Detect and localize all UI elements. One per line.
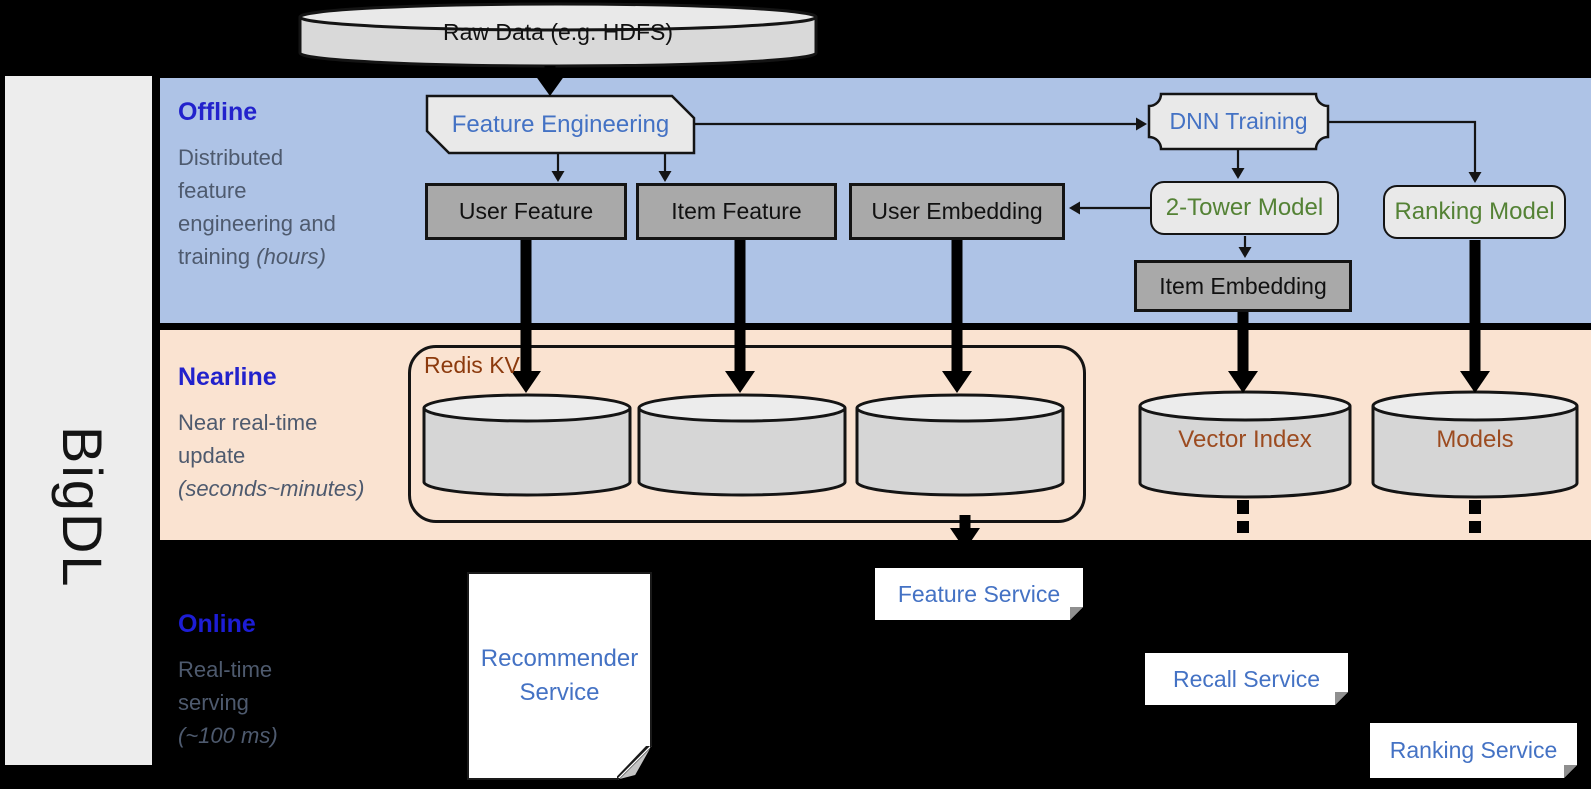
offline-title: Offline bbox=[178, 98, 258, 126]
node-ranking-model: Ranking Model bbox=[1383, 185, 1566, 239]
redis-kv-container bbox=[408, 345, 1086, 523]
vector-index-label: Vector Index bbox=[1178, 426, 1312, 453]
node-item-embedding: Item Embedding bbox=[1134, 260, 1352, 312]
bigdl-brand-label: BigDL bbox=[51, 426, 114, 589]
nearline-section-text: Nearline Near real-time update (seconds~… bbox=[178, 363, 418, 505]
online-title: Online bbox=[178, 610, 256, 638]
online-section-text: Online Real-time serving (~100 ms) bbox=[178, 610, 378, 752]
node-user-feature: User Feature bbox=[425, 183, 627, 240]
offline-description: Distributed feature engineering and trai… bbox=[178, 145, 336, 269]
node-ranking-service: Ranking Service bbox=[1370, 723, 1577, 778]
bigdl-sidebar: BigDL bbox=[5, 76, 152, 765]
raw-data-label: Raw Data (e.g. HDFS) bbox=[442, 18, 674, 45]
fold-corner-icon bbox=[1070, 607, 1083, 620]
node-dnn-training: DNN Training bbox=[1169, 108, 1308, 134]
node-feature-engineering: Feature Engineering bbox=[451, 110, 670, 138]
node-user-embedding: User Embedding bbox=[849, 183, 1065, 240]
fold-corner-icon bbox=[1564, 765, 1577, 778]
recommender-service-document: Recommender Service bbox=[467, 572, 652, 780]
fold-corner-icon bbox=[1335, 692, 1348, 705]
models-label: Models bbox=[1436, 426, 1514, 453]
node-feature-service: Feature Service bbox=[875, 568, 1083, 620]
redis-kv-label: Redis KV bbox=[424, 352, 520, 378]
node-two-tower-model: 2-Tower Model bbox=[1150, 181, 1339, 235]
node-recall-service: Recall Service bbox=[1145, 653, 1348, 705]
offline-section-text: Offline Distributed feature engineering … bbox=[178, 98, 388, 273]
node-item-feature: Item Feature bbox=[636, 183, 837, 240]
nearline-title: Nearline bbox=[178, 363, 277, 391]
nearline-description: Near real-time update (seconds~minutes) bbox=[178, 410, 365, 501]
online-description: Real-time serving (~100 ms) bbox=[178, 657, 278, 748]
